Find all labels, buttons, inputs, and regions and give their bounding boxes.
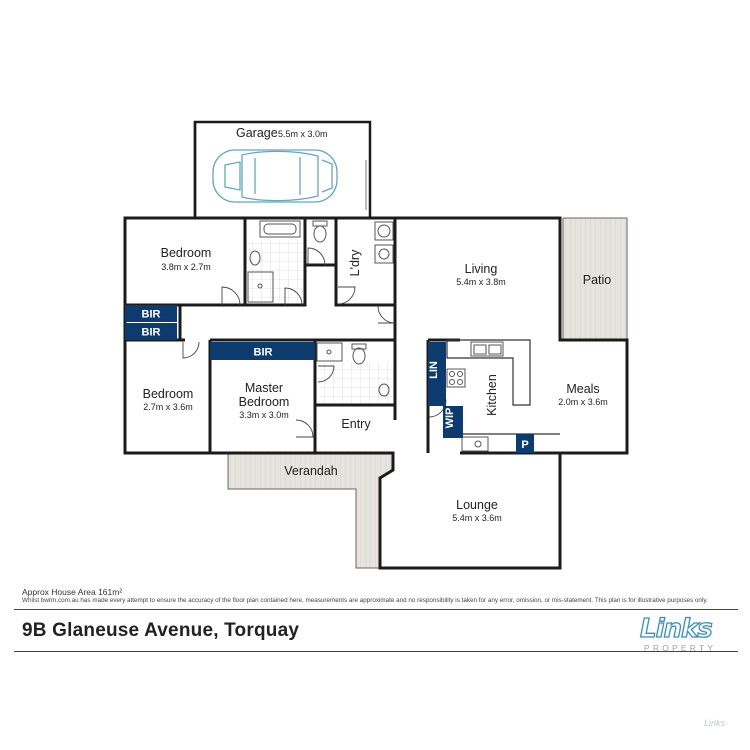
svg-text:BIR: BIR	[142, 327, 161, 339]
tag-bir-2: BIR	[125, 323, 177, 340]
svg-text:LIN: LIN	[428, 361, 440, 379]
label-patio: Patio	[583, 273, 612, 287]
svg-text:5.4m x 3.8m: 5.4m x 3.8m	[456, 277, 506, 287]
svg-text:Meals: Meals	[566, 382, 599, 396]
bathroom-floor	[247, 240, 303, 302]
shower-icon	[247, 271, 343, 362]
label-bedroom-1: Bedroom 3.8m x 2.7m	[161, 246, 212, 272]
svg-text:5.4m x 3.6m: 5.4m x 3.6m	[452, 513, 502, 523]
svg-text:Patio: Patio	[583, 273, 612, 287]
toilet-icon	[312, 220, 367, 365]
kitchen-bench	[446, 339, 531, 406]
sink-icon	[461, 341, 504, 452]
vanity-icon	[249, 250, 390, 397]
tag-bir-1: BIR	[125, 305, 177, 322]
svg-text:L'dry: L'dry	[348, 249, 362, 276]
label-living: Living 5.4m x 3.8m	[456, 262, 506, 287]
car-icon	[212, 149, 338, 203]
door-swing-icon	[182, 247, 447, 438]
cooktop-icon	[446, 368, 466, 388]
svg-text:5.5m x 3.0m: 5.5m x 3.0m	[278, 129, 328, 139]
svg-text:BIR: BIR	[254, 347, 273, 359]
logo-sub: PROPERTY	[644, 643, 717, 653]
label-master-bedroom: Master Bedroom 3.3m x 3.0m	[239, 381, 290, 420]
svg-text:P: P	[521, 439, 528, 451]
svg-text:Bedroom: Bedroom	[143, 387, 194, 401]
svg-text:Bedroom: Bedroom	[239, 395, 290, 409]
svg-text:Lounge: Lounge	[456, 498, 498, 512]
label-lounge: Lounge 5.4m x 3.6m	[452, 498, 502, 523]
divider-bottom	[14, 651, 738, 652]
label-verandah: Verandah	[284, 464, 338, 478]
tag-pantry: P	[516, 434, 534, 453]
svg-text:Verandah: Verandah	[284, 464, 338, 478]
house-area-note: Approx House Area 161m²	[22, 587, 123, 597]
svg-text:BIR: BIR	[142, 309, 161, 321]
patio-deck	[562, 217, 628, 341]
divider-top	[14, 609, 738, 610]
svg-text:WIP: WIP	[444, 408, 456, 429]
washer-icon	[374, 221, 394, 264]
disclaimer-text: Whilst bwrm.com.au has made every attemp…	[22, 597, 708, 604]
links-property-logo: Links PROPERTY	[639, 613, 730, 654]
svg-text:Garage: Garage	[236, 126, 278, 140]
tag-lin: LIN	[428, 342, 446, 406]
label-laundry: L'dry	[348, 249, 362, 276]
label-bedroom-2: Bedroom 2.7m x 3.6m	[143, 387, 194, 412]
bath-icon	[259, 220, 301, 238]
ensuite-floor	[317, 362, 393, 403]
label-entry: Entry	[341, 417, 371, 431]
svg-text:Living: Living	[465, 262, 498, 276]
svg-text:Entry: Entry	[341, 417, 371, 431]
svg-text:2.0m x 3.6m: 2.0m x 3.6m	[558, 397, 608, 407]
svg-text:3.3m x 3.0m: 3.3m x 3.0m	[239, 410, 289, 420]
label-kitchen: Kitchen	[485, 374, 499, 416]
tag-bir-3: BIR	[210, 342, 315, 360]
svg-text:Master: Master	[245, 381, 283, 395]
svg-text:3.8m x 2.7m: 3.8m x 2.7m	[161, 262, 211, 272]
svg-text:2.7m x 3.6m: 2.7m x 3.6m	[143, 402, 193, 412]
label-garage: Garage 5.5m x 3.0m	[236, 126, 328, 140]
svg-text:Bedroom: Bedroom	[161, 246, 212, 260]
watermark: Links	[704, 718, 726, 728]
logo-word: Links	[639, 613, 713, 644]
tag-wip: WIP	[443, 406, 463, 438]
svg-text:Kitchen: Kitchen	[485, 374, 499, 416]
label-meals: Meals 2.0m x 3.6m	[558, 382, 608, 407]
property-address: 9B Glaneuse Avenue, Torquay	[22, 620, 300, 641]
